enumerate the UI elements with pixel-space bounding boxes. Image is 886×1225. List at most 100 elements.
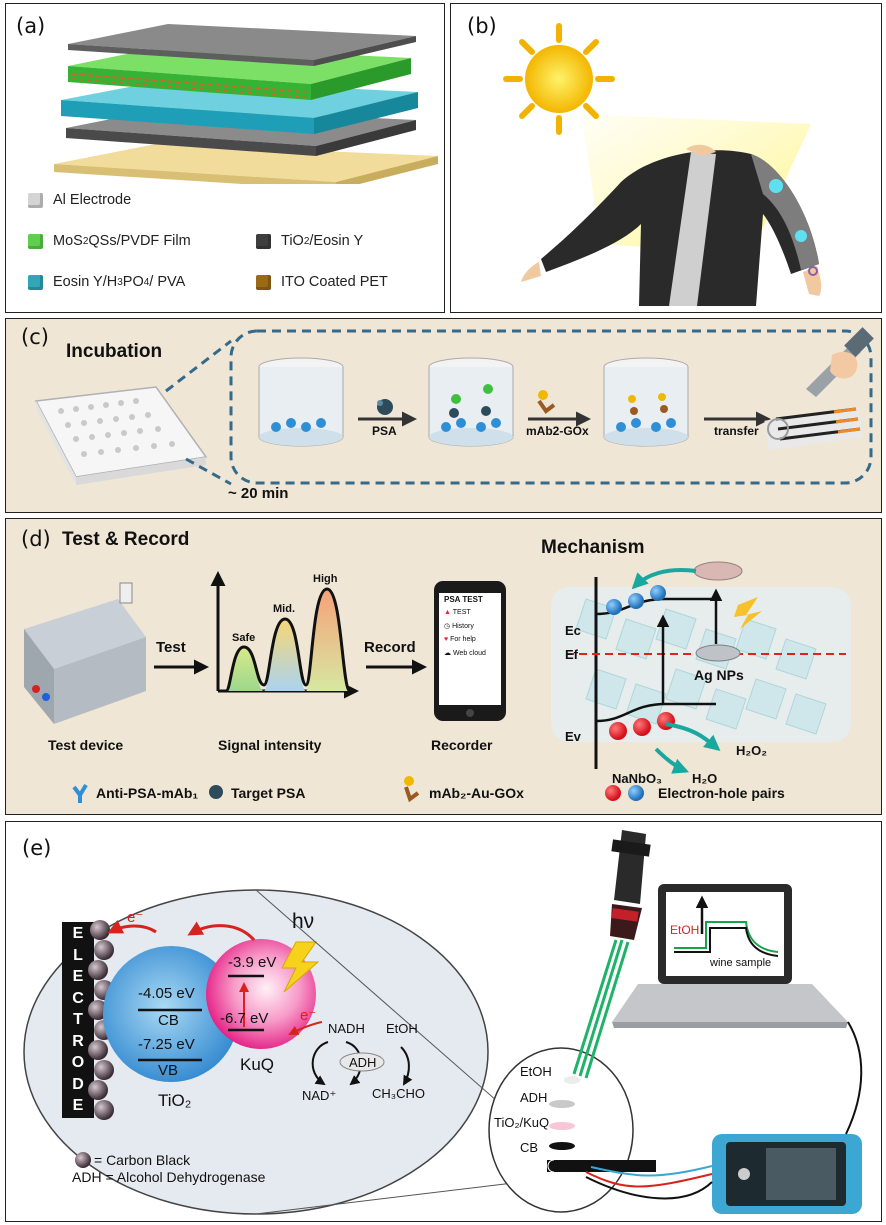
legend-sub: 4 xyxy=(143,276,150,288)
mech-ag-nps: Ag NPs xyxy=(694,667,744,683)
mos2-swatch xyxy=(28,233,43,249)
phone-item-label: Web cloud xyxy=(452,650,486,657)
step-label-mab2: mAb2-GOx xyxy=(526,424,589,438)
legend-al-electrode: Al Electrode xyxy=(28,192,131,208)
nadh-label: NADH xyxy=(328,1021,365,1036)
layer-label-tio2-kuq: TiO₂/KuQ xyxy=(494,1115,550,1130)
electrode-letter: T xyxy=(73,1011,83,1028)
step-label-transfer: transfer xyxy=(714,424,759,438)
tio2-vb-label: VB xyxy=(158,1062,179,1079)
incubation-callout-box xyxy=(229,329,873,485)
ito-swatch xyxy=(256,274,271,290)
mech-h2o: H₂O xyxy=(692,771,718,786)
light-bolt-icon xyxy=(734,597,762,629)
clock-icon: ◷ xyxy=(444,623,453,630)
electrode-label: E L E C T R O D E xyxy=(62,923,94,1117)
adh-label: ADH xyxy=(349,1055,377,1070)
label-test-device: Test device xyxy=(48,737,124,753)
etoh-label: EtOH xyxy=(386,1021,418,1036)
phone-title: PSA TEST xyxy=(444,595,483,604)
tio2-label: TiO₂ xyxy=(158,1091,192,1110)
peak-label-safe: Safe xyxy=(232,632,256,644)
electrode-letter: O xyxy=(71,1054,85,1071)
mab2-au-gox-icon xyxy=(404,776,420,803)
tio2-vb-energy: -7.25 eV xyxy=(138,1036,195,1053)
panel-a-label: (a) xyxy=(16,14,46,38)
target-psa-icon xyxy=(209,785,223,799)
peak-mid xyxy=(264,619,306,691)
legend-text: MoS xyxy=(53,233,83,249)
warning-icon: ▲ xyxy=(444,609,453,616)
anti-psa-icon xyxy=(72,783,88,803)
screen-etoh-label: EtOH xyxy=(670,923,700,937)
screen-caption: wine sample xyxy=(710,957,772,969)
solar-wearable-illustration xyxy=(503,23,822,306)
mab2-gox-icon xyxy=(537,390,556,414)
legend-text: /Eosin Y xyxy=(309,233,364,249)
heart-icon: ♥ xyxy=(444,636,451,643)
panel-b-label: (b) xyxy=(467,14,497,38)
electron-transfer-arrow-2 xyxy=(107,919,157,934)
electron-donor-arrow xyxy=(288,1021,323,1035)
test-record-diagram xyxy=(24,561,851,803)
mech-ef: Ef xyxy=(565,647,578,662)
electrode-letter: R xyxy=(72,1032,84,1050)
phone-item-cloud[interactable]: ☁ Web cloud xyxy=(444,649,500,657)
phone-item-history[interactable]: ◷ History xyxy=(444,622,500,630)
cloud-icon: ☁ xyxy=(444,650,453,657)
electron-label-1: e⁻ xyxy=(127,909,144,926)
phone-item-label: TEST xyxy=(452,609,471,616)
panel-b: (b) xyxy=(450,3,882,313)
legend-text: Eosin Y/H xyxy=(53,274,118,290)
sun-icon xyxy=(503,23,615,135)
psa-molecule-icon xyxy=(377,399,393,415)
phone-icon xyxy=(434,581,506,721)
electrode-letter: C xyxy=(72,989,84,1007)
electrode-letter: E xyxy=(72,968,84,985)
mechanism-title: Mechanism xyxy=(541,537,645,558)
panel-c-label: (c) xyxy=(21,325,49,349)
al-electrode-swatch xyxy=(28,192,43,208)
incubation-time: ~ 20 min xyxy=(228,485,289,502)
photoelectrochemical-sensor-diagram xyxy=(23,830,863,1215)
phone-item-label: For help xyxy=(450,636,476,643)
layer-label-cb: CB xyxy=(520,1140,539,1155)
signal-curve xyxy=(224,587,352,693)
adh-ellipse xyxy=(339,1052,385,1072)
legend-text: PO xyxy=(122,274,144,290)
phone-item-help[interactable]: ♥ For help xyxy=(444,636,500,643)
electron-label-2: e⁻ xyxy=(300,1007,317,1024)
panel-e-label: (e) xyxy=(22,836,52,860)
phone-item-label: History xyxy=(452,623,474,630)
legend-electron-hole: Electron-hole pairs xyxy=(658,785,785,801)
eosin-swatch xyxy=(28,274,43,290)
legend-sub: 2 xyxy=(303,235,310,247)
electrode-letter: E xyxy=(72,925,84,942)
panel-e: (e) xyxy=(5,821,882,1222)
legend-ito: ITO Coated PET xyxy=(256,274,388,290)
tio2-sphere xyxy=(103,946,239,1082)
carbon-black-stack xyxy=(88,920,114,1120)
mech-h2o2: H₂O₂ xyxy=(736,743,768,758)
panel-d-label: (d) xyxy=(21,527,51,551)
mech-ec: Ec xyxy=(565,623,581,638)
laptop-icon xyxy=(612,884,848,1028)
well-plate-icon xyxy=(34,386,208,485)
electron-transfer-arrow-1 xyxy=(187,921,256,942)
phone-item-test[interactable]: ▲ TEST xyxy=(444,609,500,616)
legend-text: TiO xyxy=(281,233,304,249)
tio2-swatch xyxy=(256,233,271,249)
layer-label-etoh: EtOH xyxy=(520,1064,552,1079)
mech-material: NaNbO₃ xyxy=(612,771,663,786)
legend-adh: ADH = Alcohol Dehydrogenase xyxy=(72,1169,266,1185)
signal-chart xyxy=(210,571,359,699)
potentiostat-device-icon xyxy=(712,1134,862,1214)
layer-label-adh: ADH xyxy=(520,1090,548,1105)
label-test: Test xyxy=(156,639,186,656)
electrode-letter: E xyxy=(72,1097,84,1114)
panel-c: (c) Incubation ~ 20 min xyxy=(5,318,882,513)
hv-label: hν xyxy=(292,910,315,933)
legend-text: Al Electrode xyxy=(53,192,132,208)
